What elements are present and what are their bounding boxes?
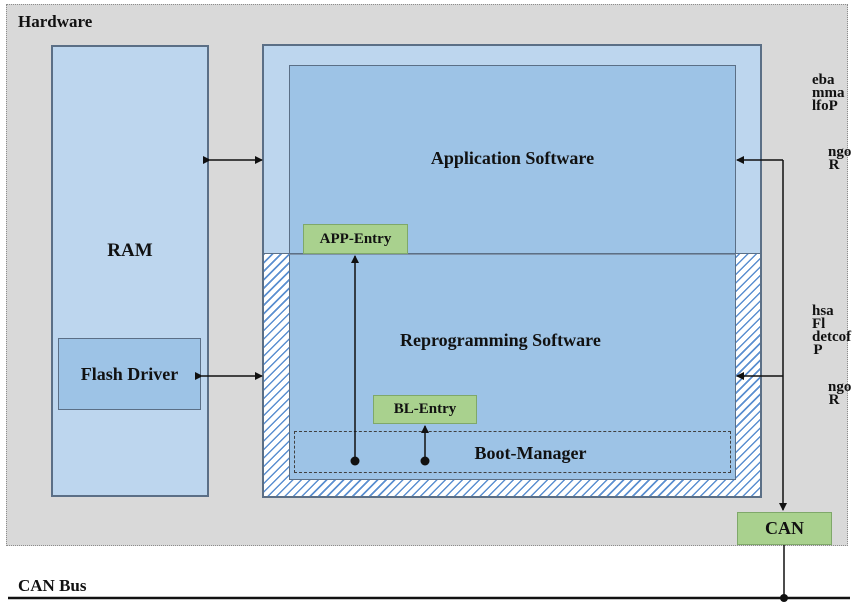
hardware-label: Hardware — [18, 12, 93, 31]
flash-driver-block: Flash Driver — [58, 338, 201, 410]
reprogramming-software-block — [289, 254, 736, 480]
programmable-label-top: eba mma lfoP ngo R — [812, 73, 851, 209]
section-divider — [264, 253, 760, 254]
boot-to-app-dot — [350, 456, 360, 466]
reprogramming-software-label: Reprogramming Software — [400, 330, 601, 350]
boot-manager-label: Boot-Manager — [474, 443, 587, 463]
ram-label: RAM — [107, 240, 153, 261]
boot-manager-box — [294, 431, 731, 473]
can-controller-box: CAN — [737, 512, 832, 545]
application-software-label: Application Software — [430, 148, 595, 168]
programmable-label-bottom: hsa Fl detcof P ngo R — [812, 304, 851, 445]
app-entry-box: APP-Entry — [303, 224, 408, 254]
can-bus-label: CAN Bus — [18, 576, 87, 595]
ram-block — [51, 45, 209, 497]
application-software-block — [289, 65, 736, 254]
boot-to-bl-dot — [420, 456, 430, 466]
bl-entry-box: BL-Entry — [373, 395, 477, 424]
